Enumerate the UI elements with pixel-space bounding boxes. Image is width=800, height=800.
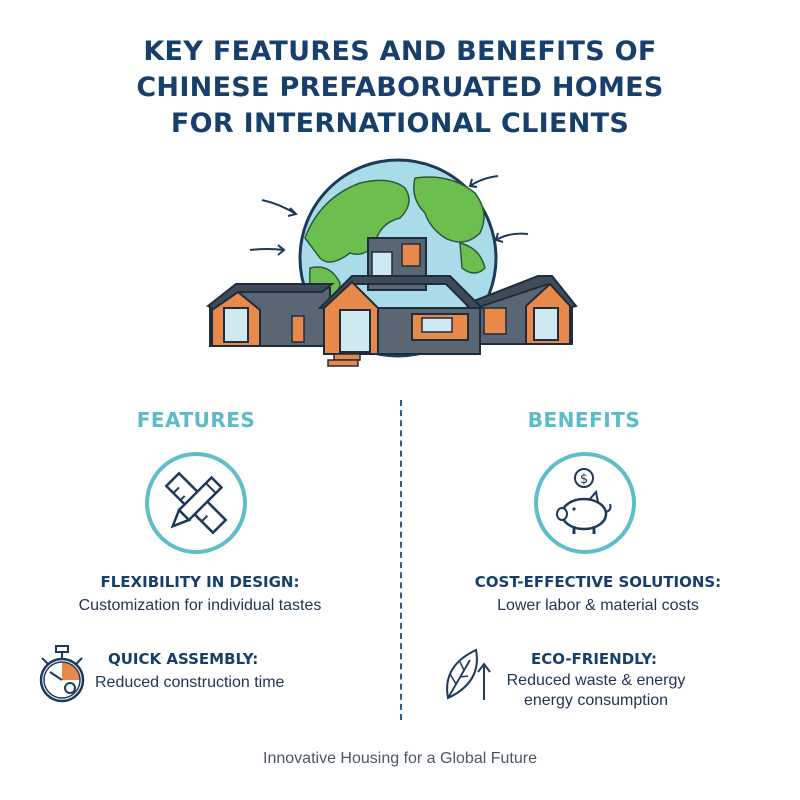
footer-tagline: Innovative Housing for a Global Future <box>263 750 537 767</box>
page-title: KEY FEATURES AND BENEFITS OF CHINESE PRE… <box>0 34 800 142</box>
feature-desc-flexibility: Customization for individual tastes <box>78 597 322 614</box>
benefit-title-cost: COST-EFFECTIVE SOLUTIONS: <box>474 573 722 591</box>
title-line-3: FOR INTERNATIONAL CLIENTS <box>170 108 630 139</box>
stopwatch-icon <box>39 645 85 703</box>
piggy-bank-icon: $ <box>534 452 636 554</box>
globe-with-prefab-homes <box>206 158 578 367</box>
feature-desc-assembly: Reduced construction time <box>95 674 285 691</box>
benefit-title-eco: ECO-FRIENDLY: <box>531 650 657 668</box>
benefits-heading: BENEFITS <box>527 408 641 432</box>
ruler-pencil-icon <box>145 452 247 554</box>
title-line-2: CHINESE PREFABORUATED HOMES <box>136 72 664 103</box>
benefit-desc-cost: Lower labor & material costs <box>497 597 699 614</box>
svg-text:$: $ <box>580 472 588 487</box>
benefit-desc-eco-line1: Reduced waste & energy <box>506 672 686 689</box>
benefit-desc-eco-line2: energy consumption <box>523 692 669 709</box>
leaf-arrow-icon <box>446 648 491 700</box>
feature-title-flexibility: FLEXIBILITY IN DESIGN: <box>100 573 300 591</box>
title-line-1: KEY FEATURES AND BENEFITS OF <box>143 36 657 67</box>
section-divider <box>400 400 402 720</box>
features-heading: FEATURES <box>136 408 256 432</box>
feature-title-assembly: QUICK ASSEMBLY: <box>108 650 259 668</box>
